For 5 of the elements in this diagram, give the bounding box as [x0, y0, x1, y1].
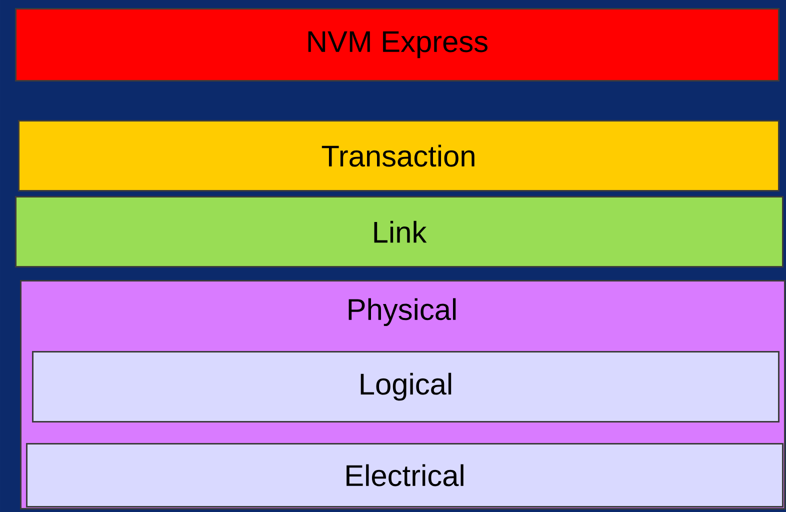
layer-box: Logical: [32, 351, 780, 422]
layer-box: Transaction: [18, 120, 780, 192]
layer-box: Electrical: [26, 443, 784, 508]
layer-box: Link: [15, 196, 784, 268]
layer-box: NVM Express: [15, 8, 780, 82]
